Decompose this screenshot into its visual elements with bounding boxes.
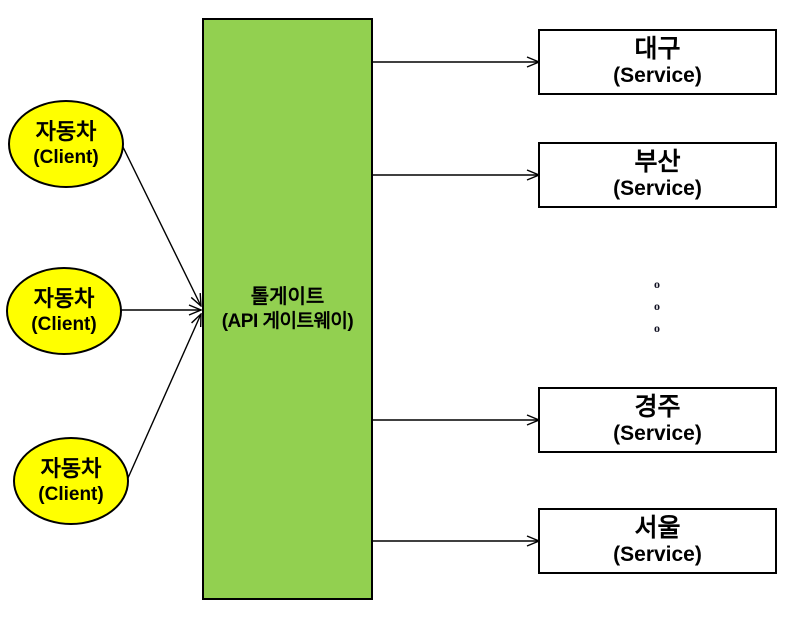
client-node-2: 자동차 (Client) — [6, 267, 122, 355]
service-node-daegu: 대구 (Service) — [538, 29, 777, 95]
service-2-type: (Service) — [613, 177, 702, 201]
gateway-subtitle: (API 게이트웨이) — [221, 310, 354, 332]
client-2-type: (Client) — [31, 313, 97, 335]
service-4-type: (Service) — [613, 543, 702, 567]
service-node-busan: 부산 (Service) — [538, 142, 777, 208]
client-node-1: 자동차 (Client) — [8, 100, 124, 188]
service-4-name: 서울 — [634, 513, 681, 542]
client-2-name: 자동차 — [33, 286, 95, 311]
arrow-client1-to-gateway — [121, 144, 201, 306]
client-3-name: 자동차 — [40, 456, 102, 481]
service-2-name: 부산 — [634, 147, 681, 176]
arrow-client3-to-gateway — [127, 314, 201, 479]
client-1-type: (Client) — [33, 146, 99, 168]
gateway-title: 톨게이트 — [250, 285, 325, 308]
client-1-name: 자동차 — [35, 119, 97, 144]
service-3-name: 경주 — [634, 392, 681, 421]
service-node-seoul: 서울 (Service) — [538, 508, 777, 574]
ellipsis-dot: o — [654, 299, 660, 313]
ellipsis-dot: o — [654, 277, 660, 291]
more-services-ellipsis: o o o — [641, 273, 673, 339]
client-3-type: (Client) — [38, 483, 104, 505]
service-1-type: (Service) — [613, 64, 702, 88]
service-1-name: 대구 — [634, 34, 681, 63]
client-node-3: 자동차 (Client) — [13, 437, 129, 525]
gateway-node: 톨게이트 (API 게이트웨이) — [202, 18, 373, 600]
service-node-gyeongju: 경주 (Service) — [538, 387, 777, 453]
service-3-type: (Service) — [613, 422, 702, 446]
ellipsis-dot: o — [654, 321, 660, 335]
